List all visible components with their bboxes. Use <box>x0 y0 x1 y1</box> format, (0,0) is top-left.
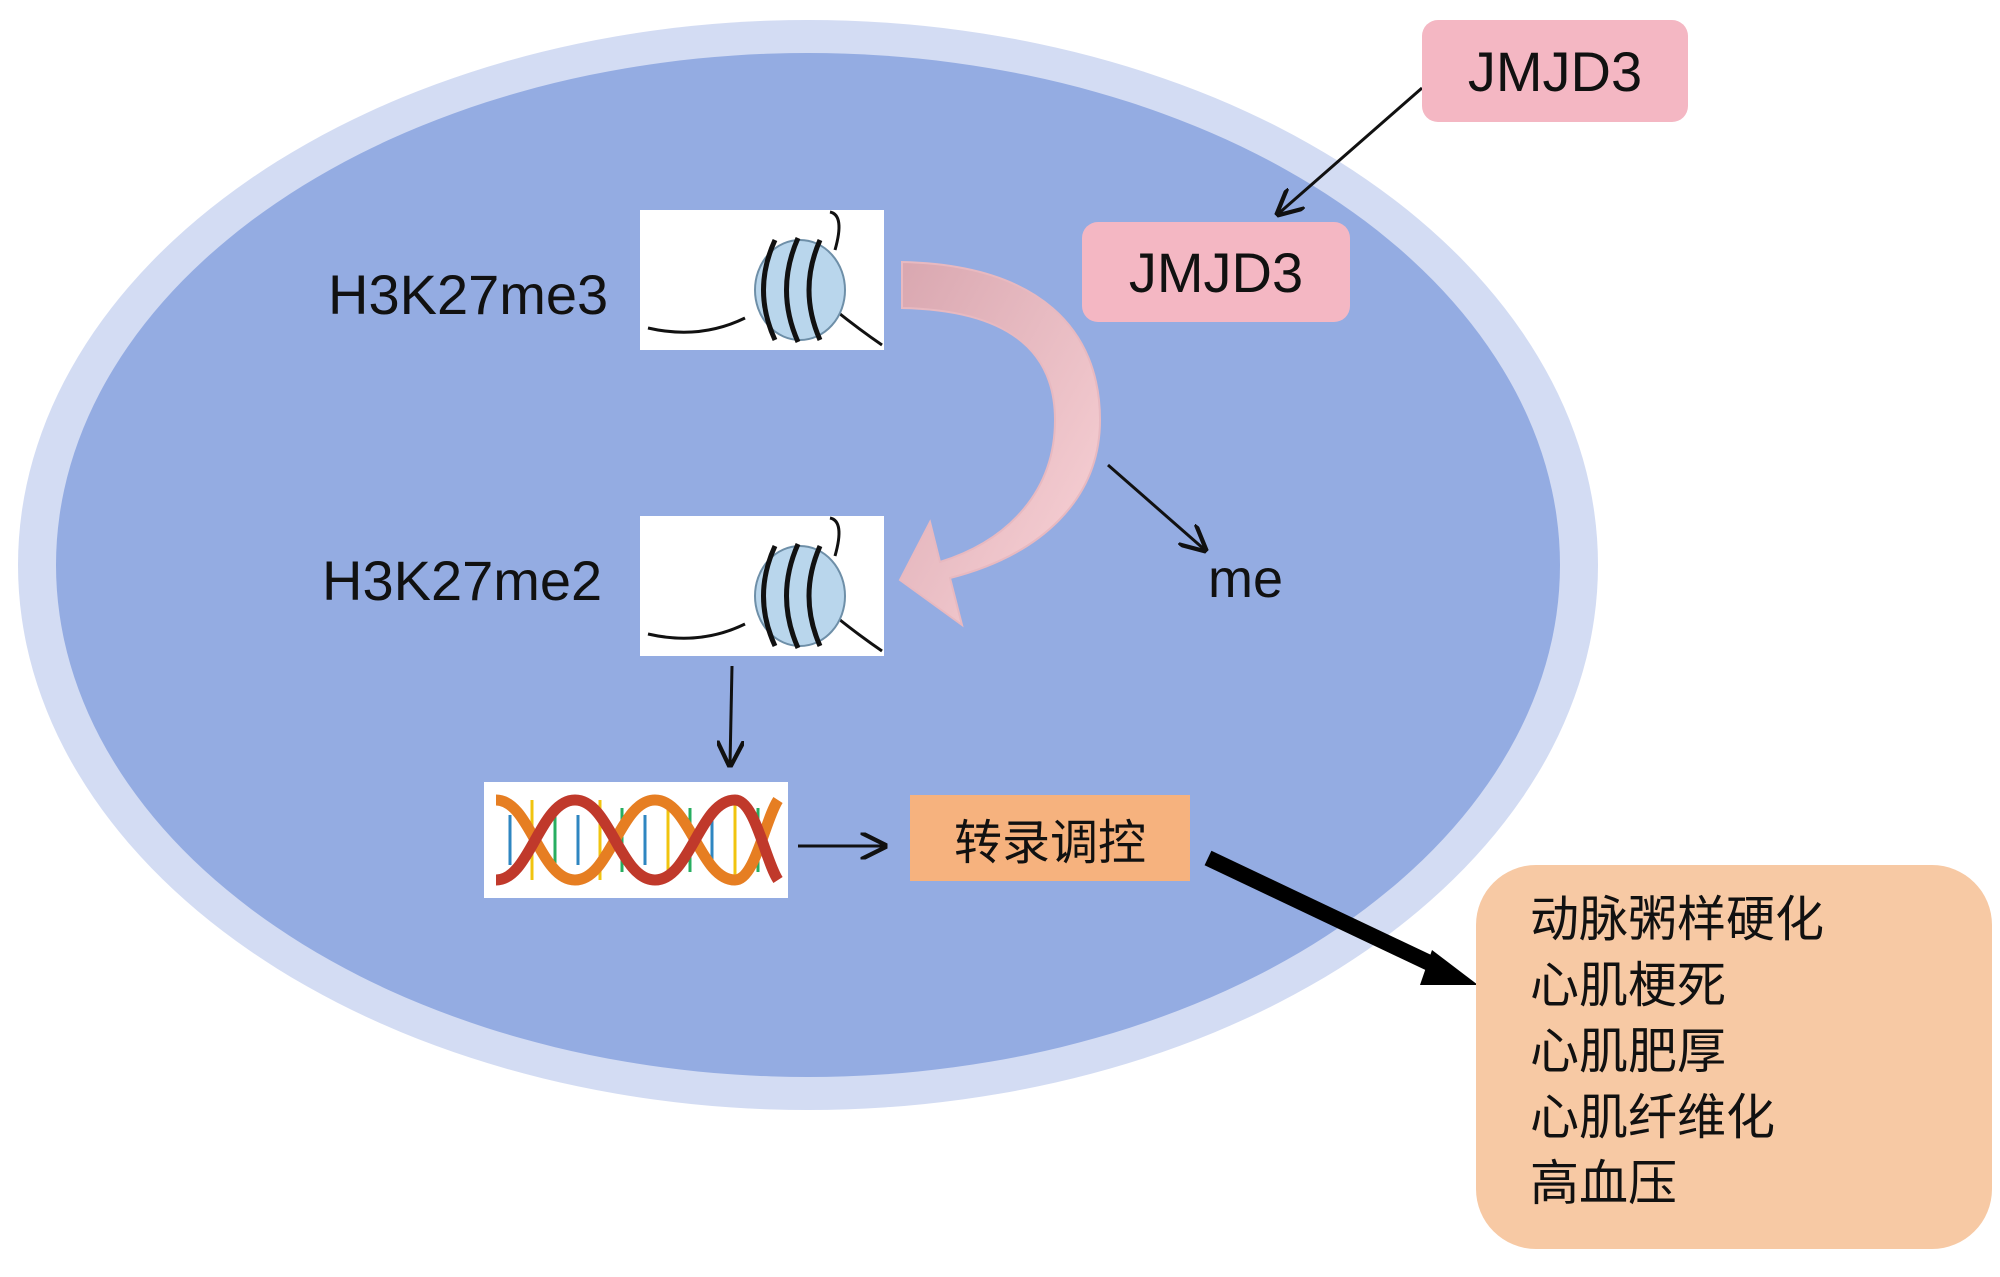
jmjd3-outside-box: JMJD3 <box>1422 20 1688 122</box>
dna-helix-icon <box>484 782 788 898</box>
demethylation-curved-arrow <box>898 260 1102 628</box>
disease-item: 高血压 <box>1530 1155 1678 1212</box>
nucleosome-me3-icon <box>640 210 884 350</box>
h3k27me2-label: H3K27me2 <box>322 549 603 612</box>
disease-item: 心肌肥厚 <box>1530 1023 1727 1080</box>
nucleosome-me2-icon <box>640 516 884 656</box>
outcome-thick-arrow <box>1204 850 1444 976</box>
disease-list-box: 动脉粥样硬化 心肌梗死 心肌肥厚 心肌纤维化 高血压 <box>1476 865 1992 1249</box>
methyl-release-arrow <box>1107 463 1205 550</box>
jmjd3-inside-box: JMJD3 <box>1082 222 1350 322</box>
disease-item: 心肌梗死 <box>1530 957 1727 1014</box>
jmjd3-entry-arrow <box>1278 86 1423 214</box>
disease-item: 心肌纤维化 <box>1530 1089 1776 1146</box>
disease-item: 动脉粥样硬化 <box>1530 891 1825 948</box>
outcome-arrowhead <box>1420 950 1478 985</box>
methyl-label: me <box>1208 549 1284 609</box>
me2-to-dna-arrow <box>730 665 732 765</box>
h3k27me3-label: H3K27me3 <box>328 263 609 326</box>
transcription-regulation-box: 转录调控 <box>910 795 1190 881</box>
